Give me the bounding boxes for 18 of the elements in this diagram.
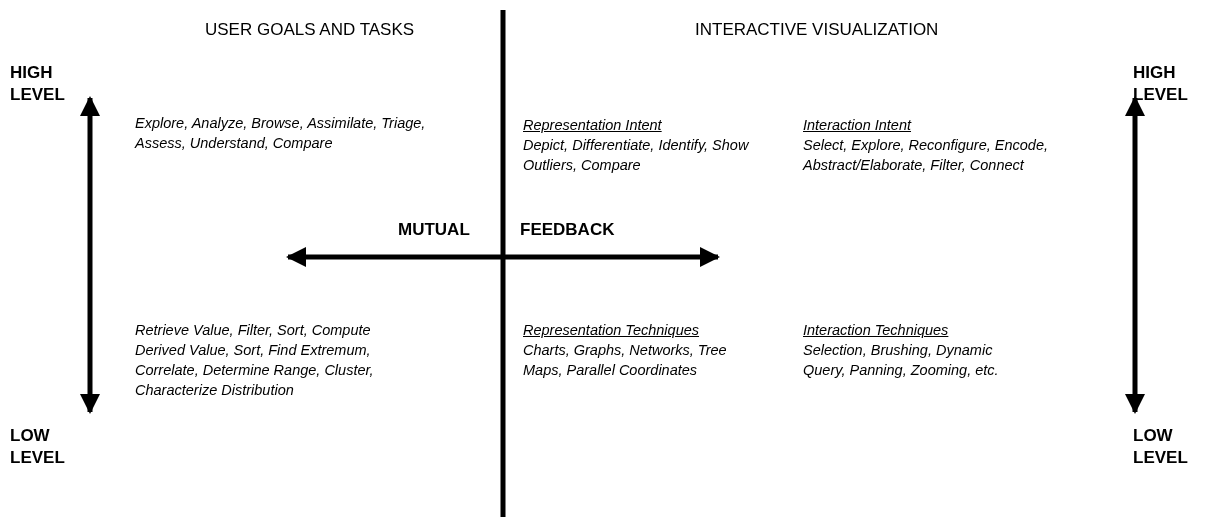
level-label: HIGH LEVEL: [10, 62, 66, 106]
section-heading: Representation Techniques: [523, 321, 699, 340]
column-heading: INTERACTIVE VISUALIZATION: [695, 20, 939, 40]
axis-label: MUTUAL: [398, 220, 470, 240]
intent-list: Select, Explore, Reconfigure, Encode, Abstract/Elaborate, Filter, Connect: [803, 135, 1103, 175]
column-heading: USER GOALS AND TASKS: [205, 20, 415, 40]
axis-label: FEEDBACK: [520, 220, 615, 240]
section-heading: Interaction Techniques: [803, 321, 949, 340]
section-heading: Representation Intent: [523, 116, 662, 135]
technique-list: Selection, Brushing, Dynamic Query, Panning, Zooming, etc.: [803, 340, 1003, 380]
level-label: LOW LEVEL: [10, 425, 66, 469]
technique-list: Charts, Graphs, Networks, Tree Maps, Parallel Coordinates: [523, 340, 738, 380]
task-list: Retrieve Value, Filter, Sort, Compute Derived Value, Sort, Find Extremum, Correlate, Determine Range, Cluster, Characterize Distribution: [135, 320, 410, 400]
intent-list: Depict, Differentiate, Identify, Show Outliers, Compare: [523, 135, 788, 175]
level-label: HIGH LEVEL: [1133, 62, 1189, 106]
task-list: Explore, Analyze, Browse, Assimilate, Triage, Assess, Understand, Compare: [135, 113, 435, 153]
level-label: LOW LEVEL: [1133, 425, 1189, 469]
section-heading: Interaction Intent: [803, 116, 911, 135]
